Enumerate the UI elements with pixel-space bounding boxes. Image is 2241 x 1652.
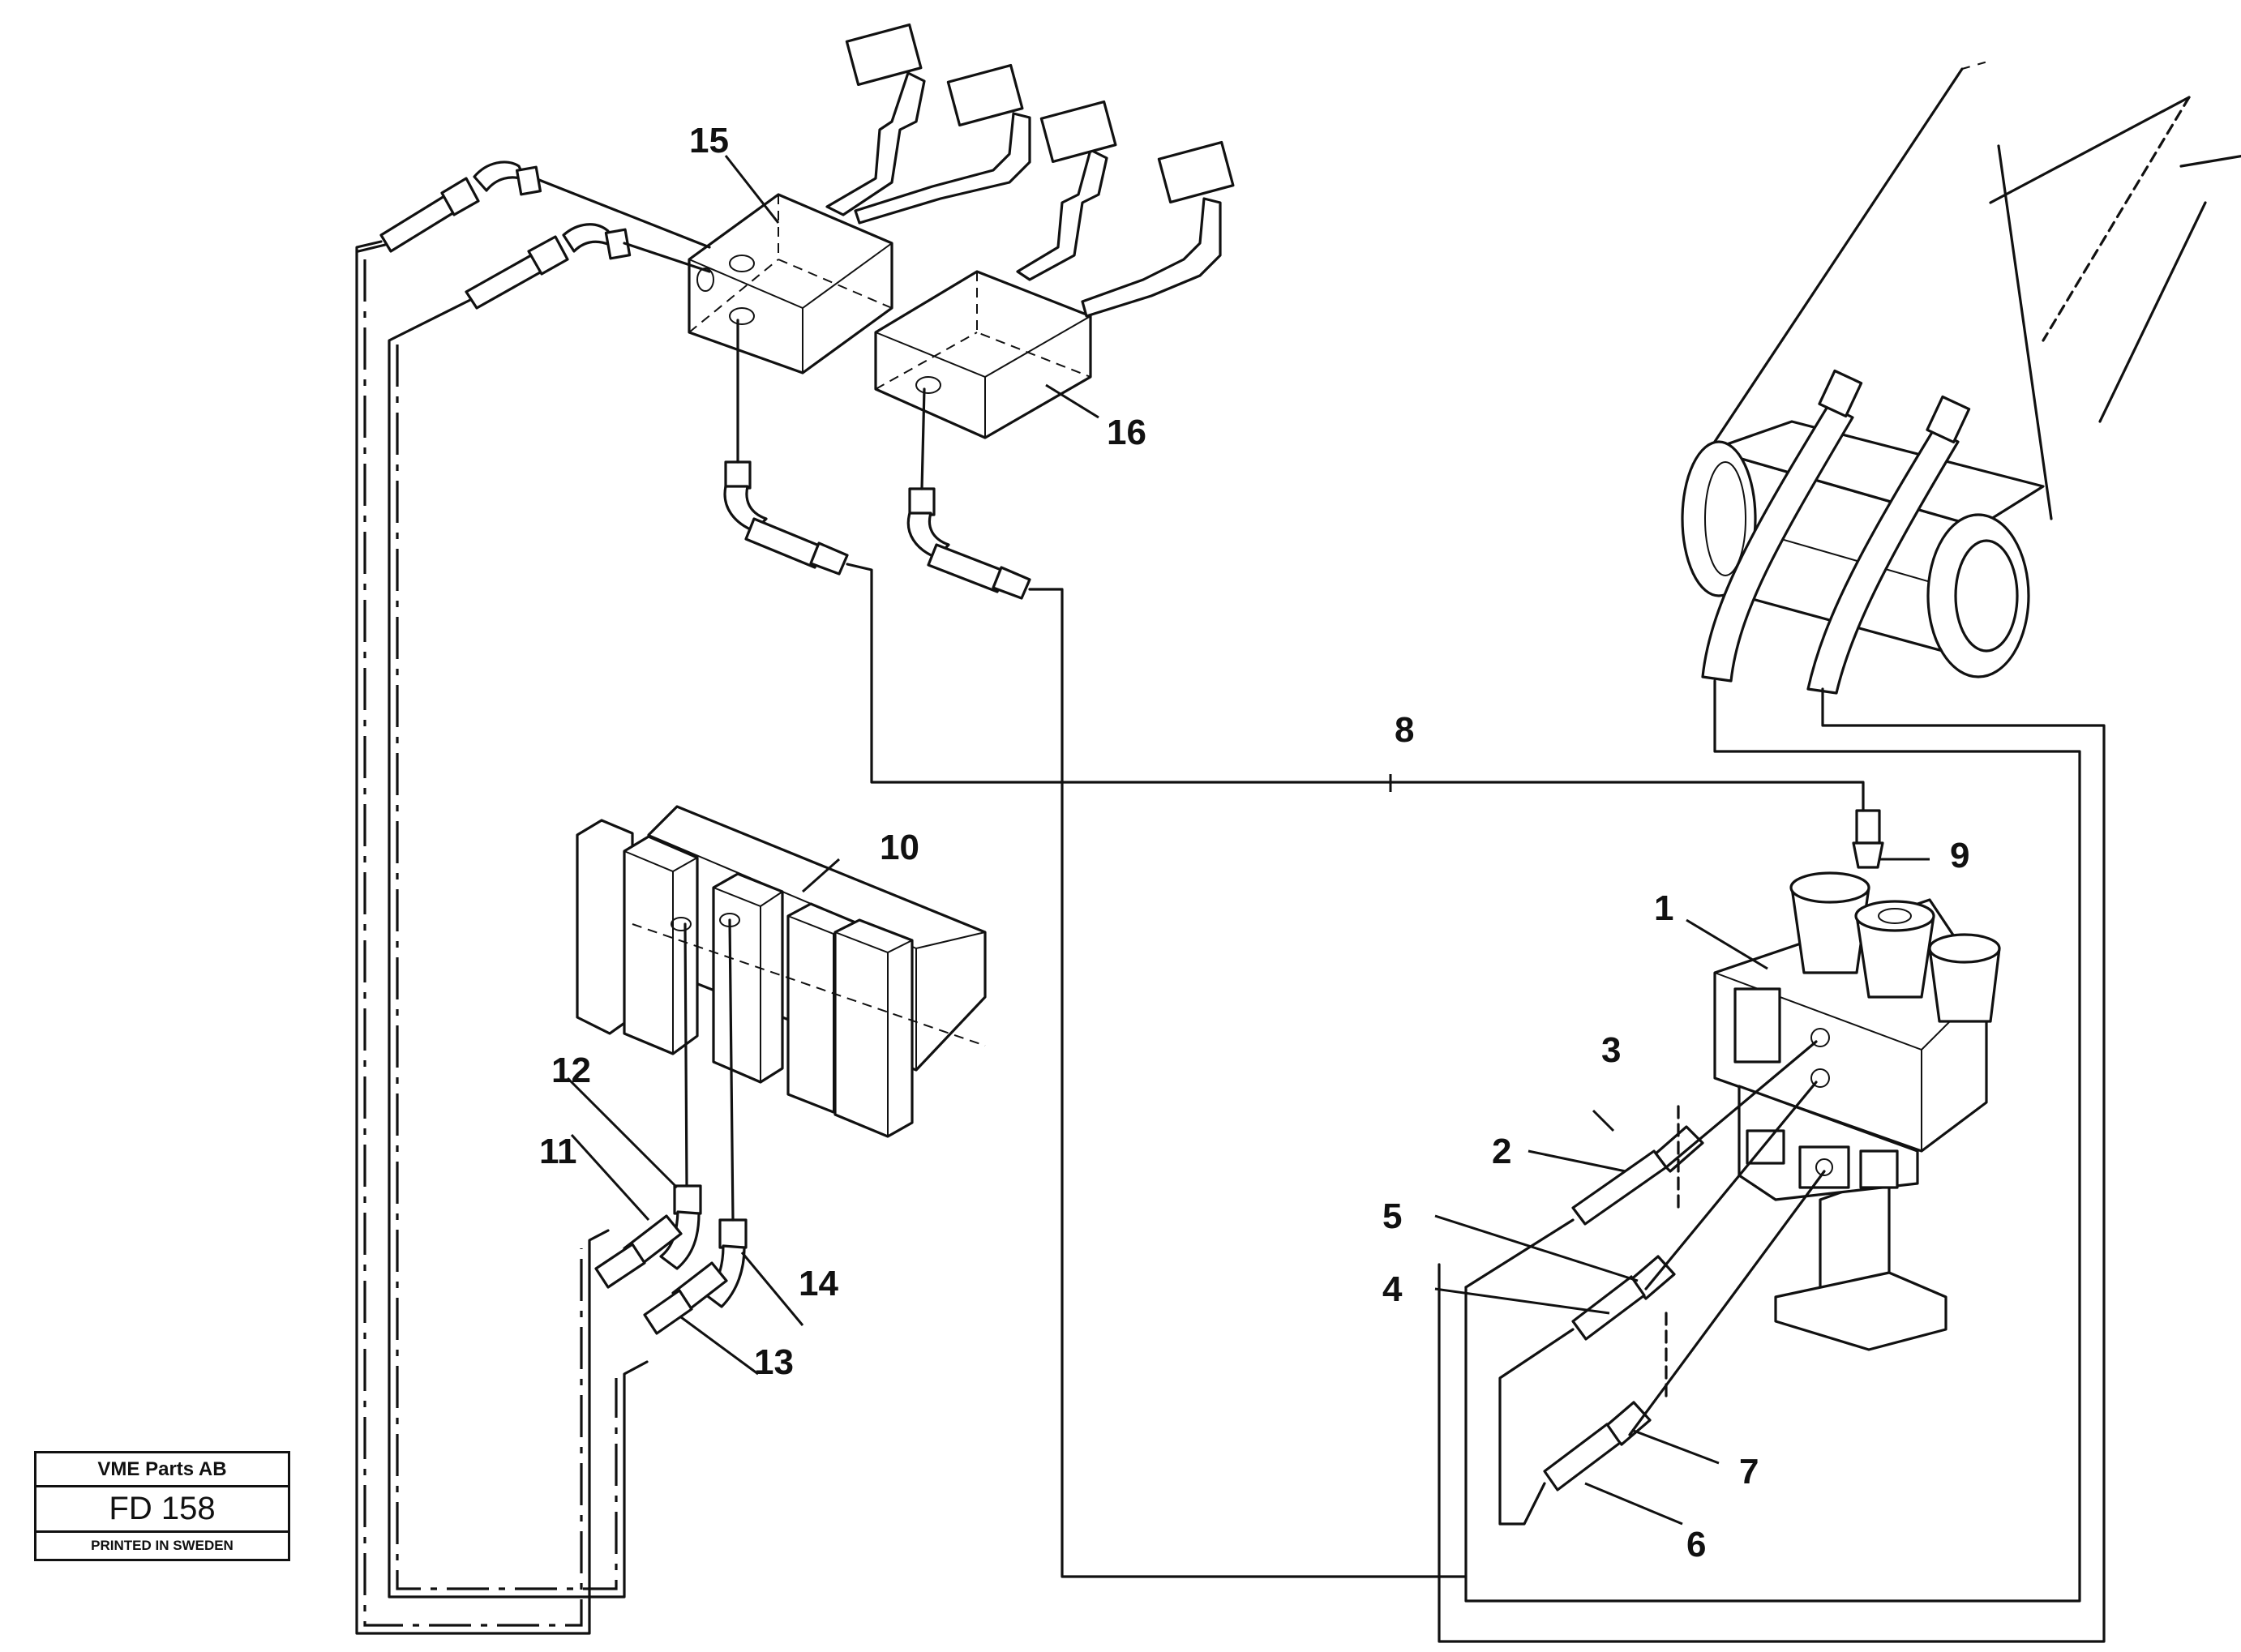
callout-7: 7: [1739, 1452, 1759, 1492]
printed-note: PRINTED IN SWEDEN: [91, 1538, 234, 1553]
block-16: [874, 270, 1092, 439]
callout-16: 16: [1107, 413, 1146, 452]
block-15: [688, 193, 893, 374]
callout-9: 9: [1950, 836, 1969, 875]
callout-11: 11: [539, 1132, 577, 1171]
title-block: VME Parts AB FD 158 PRINTED IN SWEDEN: [34, 1451, 290, 1561]
cables-15: [825, 23, 1031, 225]
valve-bank-10: [576, 805, 987, 1138]
callout-12: 12: [551, 1051, 591, 1090]
callout-5: 5: [1382, 1196, 1402, 1236]
fittings: [379, 160, 1884, 1492]
hose-lines: [355, 178, 1865, 1635]
callout-14: 14: [799, 1264, 838, 1303]
callout-2: 2: [1492, 1132, 1511, 1171]
drawing-code: FD 158: [36, 1487, 288, 1533]
callout-6: 6: [1686, 1525, 1706, 1564]
callout-3: 3: [1601, 1030, 1621, 1070]
cables-16: [1016, 100, 1235, 318]
callout-13: 13: [754, 1342, 794, 1382]
callout-8: 8: [1395, 710, 1414, 750]
boom: [1681, 60, 2241, 678]
callout-15: 15: [689, 121, 729, 160]
callouts: 15 16 10 8 9 1 3 2 5 4 7 6 12 11 14 13: [539, 121, 1969, 1564]
callout-10: 10: [880, 828, 919, 867]
callout-1: 1: [1654, 888, 1673, 928]
company-name: VME Parts AB: [36, 1453, 288, 1487]
boom-hoses: [1438, 369, 2106, 1643]
leader-lines: [566, 155, 1930, 1526]
callout-4: 4: [1382, 1269, 1403, 1309]
valve-block-1: [1713, 871, 2001, 1351]
